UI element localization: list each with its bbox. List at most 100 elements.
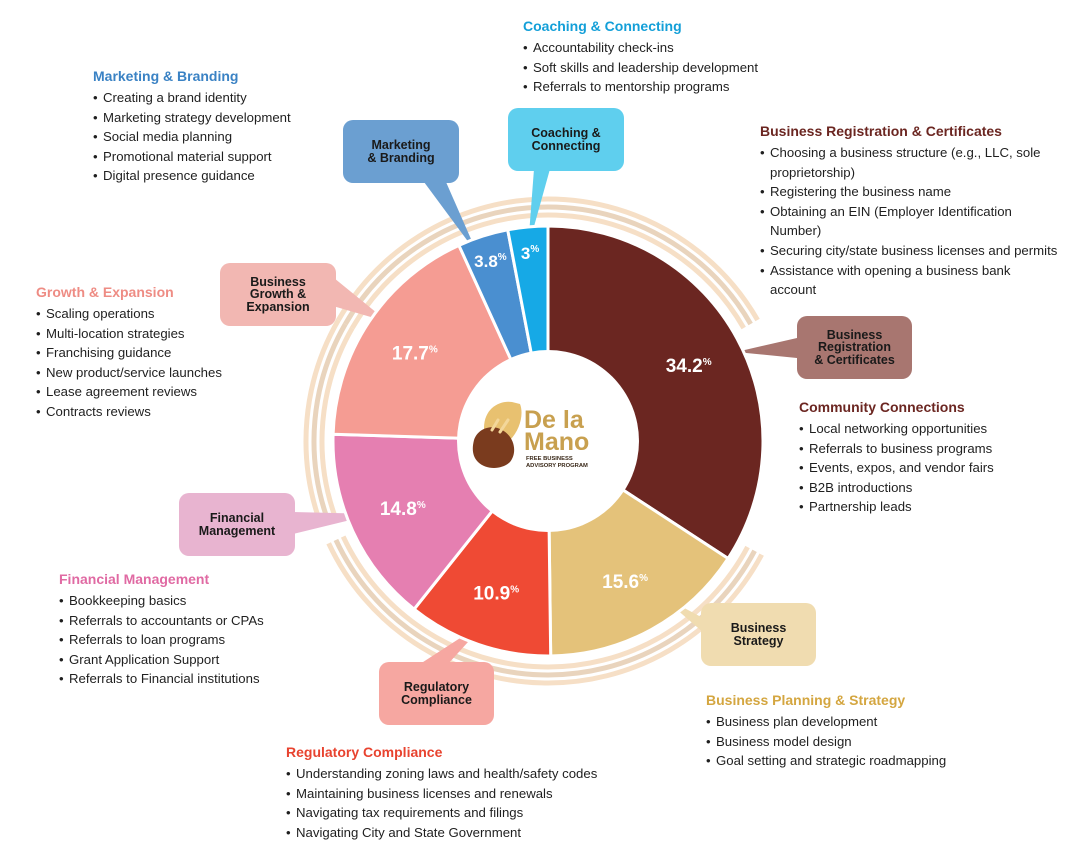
panel-list-item: New product/service launches	[36, 363, 296, 383]
panel-list-item: Referrals to accountants or CPAs	[59, 611, 359, 631]
bubble-coaching: Coaching & Connecting	[508, 108, 624, 171]
panel-registration: Business Registration & Certificates Cho…	[760, 123, 1060, 300]
slice-value-labels: 34.2%15.6%10.9%14.8%17.7%3.8%3%	[380, 244, 712, 605]
panel-list-item: Understanding zoning laws and health/saf…	[286, 764, 666, 784]
panel-title: Marketing & Branding	[93, 68, 239, 84]
panel-coaching: Coaching & Connecting Accountability che…	[523, 18, 853, 97]
slice-label-growth: 17.7%	[392, 343, 438, 364]
panel-strategy: Business Planning & Strategy Business pl…	[706, 692, 1036, 771]
panel-list-item: Referrals to business programs	[799, 439, 1069, 459]
panel-list-item: Lease agreement reviews	[36, 382, 296, 402]
panel-list: Choosing a business structure (e.g., LLC…	[760, 143, 1060, 300]
panel-list-item: Digital presence guidance	[93, 166, 373, 186]
slice-label-value: 10.9	[473, 583, 510, 604]
slice-label-percent: %	[510, 584, 519, 595]
panel-list: Understanding zoning laws and health/saf…	[286, 764, 666, 842]
panel-list-item: Referrals to mentorship programs	[523, 77, 853, 97]
panel-list-item: Referrals to Financial institutions	[59, 669, 359, 689]
panel-title: Growth & Expansion	[36, 284, 174, 300]
slice-label-value: 15.6	[602, 572, 639, 593]
decorative-ring-arc	[336, 196, 760, 322]
panel-financial: Financial Management Bookkeeping basicsR…	[59, 571, 359, 689]
panel-list: Business plan developmentBusiness model …	[706, 712, 1036, 771]
panel-list-item: Business plan development	[706, 712, 1036, 732]
panel-title: Financial Management	[59, 571, 210, 587]
bubble-tail-growth	[326, 278, 388, 322]
panel-list: Local networking opportunitiesReferrals …	[799, 419, 1069, 517]
panel-list-item: Business model design	[706, 732, 1036, 752]
slice-label-value: 17.7	[392, 343, 429, 364]
panel-list-item: Securing city/state business licenses an…	[760, 241, 1060, 261]
slice-label-regulatory: 10.9%	[473, 583, 519, 604]
panel-list-item: Social media planning	[93, 127, 373, 147]
panel-list-item: Referrals to loan programs	[59, 630, 359, 650]
slice-label-marketing: 3.8%	[474, 252, 507, 271]
logo-title-line2: Mano	[524, 428, 589, 456]
decorative-ring-arc	[303, 318, 341, 525]
decorative-ring-arc	[319, 326, 355, 520]
panel-list-item: Creating a brand identity	[93, 88, 373, 108]
panel-list-item: Franchising guidance	[36, 343, 296, 363]
panel-list-item: Accountability check-ins	[523, 38, 853, 58]
panel-list-item: Soft skills and leadership development	[523, 58, 853, 78]
bubble-tail-registration	[736, 338, 797, 358]
slice-label-percent: %	[498, 252, 507, 263]
slice-label-percent: %	[703, 357, 712, 368]
de-la-mano-logo: De la Mano FREE BUSINESS ADVISORY PROGRA…	[457, 350, 639, 532]
panel-list: Scaling operationsMulti-location strateg…	[36, 304, 296, 422]
panel-title: Business Registration & Certificates	[760, 123, 1002, 139]
panel-list-item: Navigating City and State Government	[286, 823, 666, 843]
logo-subtitle-line1: FREE BUSINESS	[526, 456, 573, 462]
slice-label-percent: %	[639, 573, 648, 584]
logo-subtitle-line2: ADVISORY PROGRAM	[526, 463, 588, 469]
slice-label-percent: %	[530, 244, 539, 255]
panel-list-item: Partnership leads	[799, 497, 1069, 517]
panel-list: Accountability check-insSoft skills and …	[523, 38, 853, 97]
panel-marketing: Marketing & Branding Creating a brand id…	[93, 68, 373, 186]
slice-label-value: 14.8	[380, 499, 417, 520]
bubble-tail-marketing	[424, 182, 478, 255]
panel-regulatory: Regulatory Compliance Understanding zoni…	[286, 744, 666, 842]
bubble-strategy: Business Strategy	[701, 603, 816, 666]
logo-title-line1: De la	[524, 406, 585, 434]
panel-list-item: Contracts reviews	[36, 402, 296, 422]
panel-list-item: Goal setting and strategic roadmapping	[706, 751, 1036, 771]
slice-label-strategy: 15.6%	[602, 572, 648, 593]
panel-list-item: Multi-location strategies	[36, 324, 296, 344]
panel-list-item: Obtaining an EIN (Employer Identificatio…	[760, 202, 1060, 241]
slice-label-registration: 34.2%	[666, 356, 712, 377]
panel-title: Coaching & Connecting	[523, 18, 682, 34]
slice-label-coaching: 3%	[521, 244, 539, 263]
panel-list: Bookkeeping basicsReferrals to accountan…	[59, 591, 359, 689]
slice-label-percent: %	[417, 500, 426, 511]
slice-label-value: 34.2	[666, 356, 703, 377]
bubble-tails	[293, 169, 797, 664]
slice-label-financial: 14.8%	[380, 499, 426, 520]
panel-list-item: Navigating tax requirements and filings	[286, 803, 666, 823]
panel-growth: Growth & Expansion Scaling operationsMul…	[36, 284, 296, 422]
panel-list-item: Local networking opportunities	[799, 419, 1069, 439]
decorative-ring-arc	[343, 204, 753, 326]
slice-label-percent: %	[429, 344, 438, 355]
bubble-financial: Financial Management	[179, 493, 295, 556]
panel-title: Regulatory Compliance	[286, 744, 443, 760]
logo-circle	[457, 350, 639, 532]
panel-list-item: B2B introductions	[799, 478, 1069, 498]
panel-title: Business Planning & Strategy	[706, 692, 906, 708]
panel-list-item: Scaling operations	[36, 304, 296, 324]
panel-list-item: Assistance with opening a business bank …	[760, 261, 1060, 300]
panel-list-item: Choosing a business structure (e.g., LLC…	[760, 143, 1060, 182]
panel-list-item: Maintaining business licenses and renewa…	[286, 784, 666, 804]
panel-list: Creating a brand identityMarketing strat…	[93, 88, 373, 186]
slice-label-value: 3	[521, 244, 530, 263]
panel-list-item: Bookkeeping basics	[59, 591, 359, 611]
panel-list-item: Grant Application Support	[59, 650, 359, 670]
panel-community: Community Connections Local networking o…	[799, 399, 1069, 517]
panel-list-item: Registering the business name	[760, 182, 1060, 202]
panel-list-item: Promotional material support	[93, 147, 373, 167]
decorative-ring-arc	[350, 212, 746, 330]
bubble-regulatory: Regulatory Compliance	[379, 662, 494, 725]
bubble-registration: Business Registration & Certificates	[797, 316, 912, 379]
panel-title: Community Connections	[799, 399, 965, 415]
